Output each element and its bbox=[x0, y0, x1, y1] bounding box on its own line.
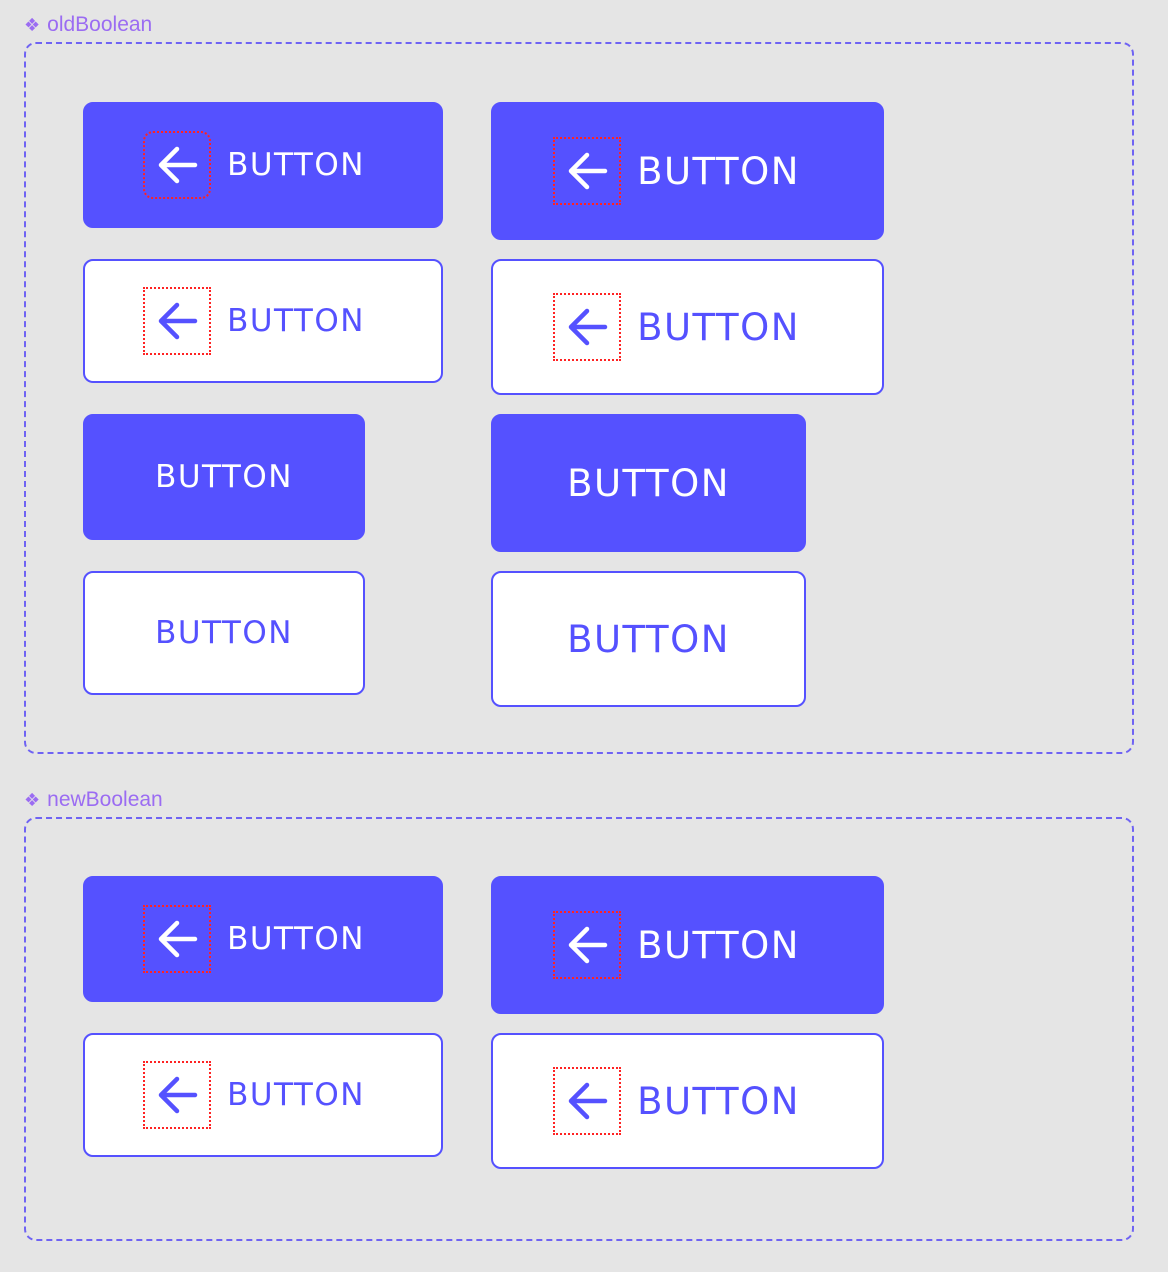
button-outlined-icon-small[interactable]: BUTTON bbox=[83, 259, 443, 383]
button-label: BUTTON bbox=[227, 147, 365, 183]
button-label: BUTTON bbox=[227, 921, 365, 957]
icon-slot bbox=[143, 131, 212, 199]
button-filled-icon-small[interactable]: BUTTON bbox=[83, 876, 443, 1002]
button-label: BUTTON bbox=[637, 305, 800, 349]
button-filled-large[interactable]: BUTTON bbox=[491, 414, 806, 552]
icon-slot bbox=[553, 137, 622, 205]
button-filled-icon-large[interactable]: BUTTON bbox=[491, 102, 884, 240]
arrow-left-icon bbox=[568, 1082, 608, 1120]
arrow-left-icon bbox=[568, 152, 608, 190]
button-label: BUTTON bbox=[567, 617, 730, 661]
arrow-left-icon bbox=[158, 1076, 198, 1114]
arrow-left-icon bbox=[568, 308, 608, 346]
arrow-left-icon bbox=[158, 920, 198, 958]
component-set-frame-new[interactable] bbox=[24, 817, 1134, 1241]
icon-slot bbox=[143, 1061, 212, 1129]
button-label: BUTTON bbox=[227, 303, 365, 339]
icon-slot bbox=[553, 1067, 622, 1135]
component-set-label-new[interactable]: ❖ newBoolean bbox=[24, 789, 163, 810]
icon-slot bbox=[553, 293, 622, 361]
button-label: BUTTON bbox=[155, 615, 293, 651]
component-set-frame-old[interactable] bbox=[24, 42, 1134, 754]
button-outlined-icon-small[interactable]: BUTTON bbox=[83, 1033, 443, 1157]
icon-slot bbox=[143, 287, 212, 355]
button-label: BUTTON bbox=[227, 1077, 365, 1113]
button-filled-icon-small[interactable]: BUTTON bbox=[83, 102, 443, 228]
component-set-icon: ❖ bbox=[24, 14, 41, 35]
button-label: BUTTON bbox=[155, 459, 293, 495]
button-label: BUTTON bbox=[637, 923, 800, 967]
button-outlined-small[interactable]: BUTTON bbox=[83, 571, 365, 695]
component-set-name: oldBoolean bbox=[47, 13, 153, 36]
button-label: BUTTON bbox=[637, 1079, 800, 1123]
arrow-left-icon bbox=[568, 926, 608, 964]
button-outlined-icon-large[interactable]: BUTTON bbox=[491, 1033, 884, 1169]
button-label: BUTTON bbox=[567, 461, 730, 505]
button-filled-icon-large[interactable]: BUTTON bbox=[491, 876, 884, 1014]
icon-slot bbox=[143, 905, 212, 973]
arrow-left-icon bbox=[158, 302, 198, 340]
component-set-icon: ❖ bbox=[24, 789, 41, 810]
button-outlined-large[interactable]: BUTTON bbox=[491, 571, 806, 707]
button-filled-small[interactable]: BUTTON bbox=[83, 414, 365, 540]
button-outlined-icon-large[interactable]: BUTTON bbox=[491, 259, 884, 395]
component-set-label-old[interactable]: ❖ oldBoolean bbox=[24, 14, 152, 35]
arrow-left-icon bbox=[158, 146, 198, 184]
icon-slot bbox=[553, 911, 622, 979]
button-label: BUTTON bbox=[637, 149, 800, 193]
component-set-name: newBoolean bbox=[47, 788, 163, 811]
